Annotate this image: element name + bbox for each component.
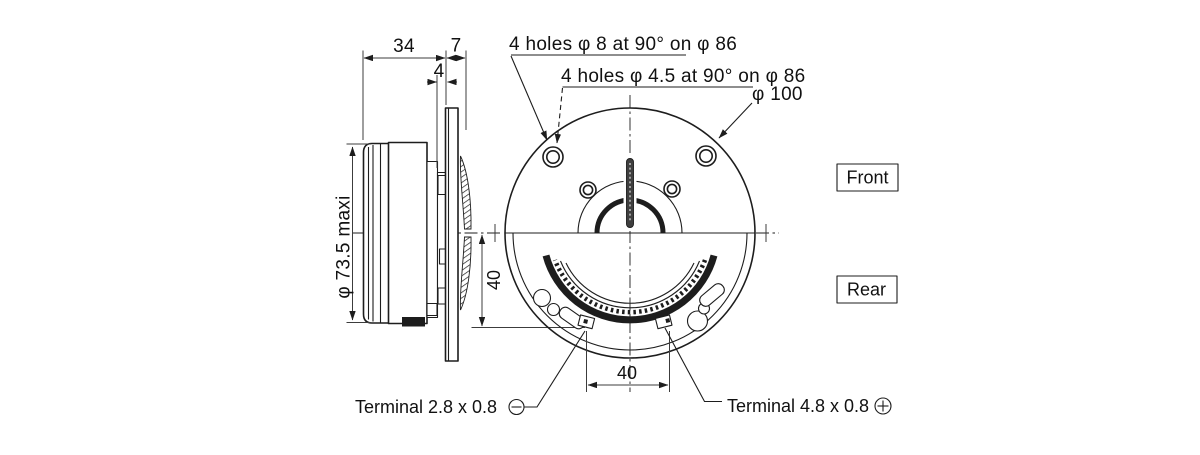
side-view-dimensions: φ 73.5 maxi 34 7 4 40	[334, 36, 585, 328]
dim-4-label: 4	[434, 61, 445, 82]
hole-8mm-left-inner	[545, 150, 560, 165]
rear-tag-label: Rear	[847, 280, 886, 300]
lower-step-block	[426, 302, 438, 317]
dim-34-label: 34	[393, 36, 415, 57]
hole-45mm-left-outer	[579, 181, 597, 199]
cone-profile-upper	[459, 155, 472, 230]
cone-profile-lower	[459, 236, 472, 311]
dia-100-label: φ 100	[752, 84, 803, 105]
cutout-right	[699, 283, 725, 307]
holes-45-leader	[554, 87, 564, 144]
ear-hole-left-large	[532, 288, 552, 308]
rear-cone-edge	[565, 262, 695, 304]
hole-8mm-right-inner	[698, 149, 713, 164]
side-terminal-tab	[402, 317, 425, 327]
terminal-tab-negative	[577, 314, 596, 330]
dim-7-label: 7	[451, 36, 462, 57]
mounting-plate	[444, 107, 459, 362]
terminal-positive-label: Terminal 4.8 x 0.8	[727, 396, 869, 416]
center-slot	[626, 158, 634, 228]
front-tag-label: Front	[846, 168, 888, 188]
hole-45mm-left-inner	[582, 184, 594, 196]
dim-40v-label: 40	[484, 270, 504, 290]
circle-minus-icon	[508, 398, 525, 416]
terminal-tab-positive	[654, 314, 673, 330]
holes-45-label: 4 holes φ 4.5 at 90° on φ 86	[561, 66, 806, 87]
front-rear-view	[494, 95, 779, 392]
rear-surround-edge	[559, 260, 701, 309]
hole-45mm-right-outer	[663, 180, 681, 198]
ear-hole-right-large	[686, 310, 709, 332]
rear-ring-inner-edge	[512, 232, 748, 351]
rear-tag-box	[836, 275, 898, 304]
hole-45mm-right-inner	[666, 183, 678, 195]
driver-body	[387, 141, 428, 325]
dia-max-label: φ 73.5 maxi	[334, 195, 355, 298]
ear-hole-left-small	[546, 302, 561, 317]
dim-40b-label: 40	[617, 363, 637, 383]
terminal-negative-leader	[524, 330, 586, 408]
rear-gasket-band	[542, 254, 718, 324]
rear-gasket-dots	[552, 259, 708, 315]
hole-8mm-right-outer	[695, 145, 717, 167]
holes-8-leader	[510, 55, 548, 141]
circle-plus-icon	[874, 397, 892, 415]
terminal-negative-label: Terminal 2.8 x 0.8	[355, 397, 497, 417]
front-tag-box	[836, 163, 899, 192]
holes-8-label: 4 holes φ 8 at 90° on φ 86	[509, 34, 737, 55]
callouts: 4 holes φ 8 at 90° on φ 86 4 holes φ 4.5…	[355, 34, 899, 417]
side-view	[352, 107, 503, 362]
dia-100-leader	[718, 102, 753, 139]
driver-step-ring	[426, 160, 439, 319]
terminal-positive-leader	[664, 327, 722, 403]
hole-8mm-left-outer	[542, 146, 564, 168]
driver-back-cap	[362, 142, 390, 324]
